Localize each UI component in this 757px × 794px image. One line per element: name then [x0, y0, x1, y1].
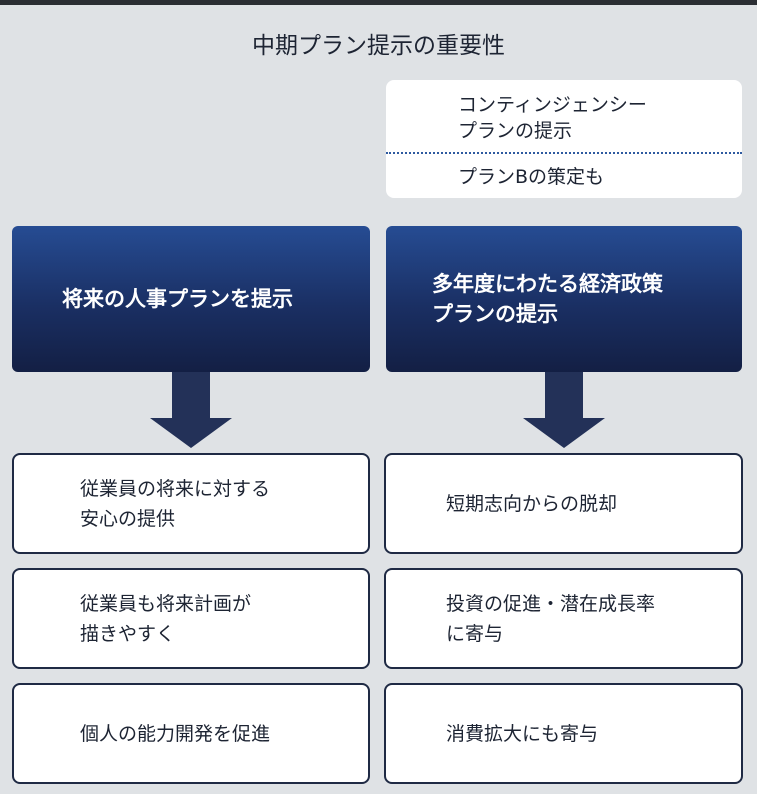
- right-header-text: 多年度にわたる経済政策 プランの提示: [432, 272, 663, 326]
- left-item-card: 従業員の将来に対する 安心の提供: [12, 453, 370, 554]
- left-item-text: 個人の能力開発を促進: [80, 722, 271, 745]
- right-item-text: 短期志向からの脱却: [446, 492, 618, 515]
- right-item-text: 投資の促進・潜在成長率 に寄与: [446, 592, 656, 645]
- arrow-down-icon: [523, 372, 605, 448]
- contingency-note: コンティンジェンシー プランの提示 プランBの策定も: [386, 80, 742, 198]
- diagram-title: 中期プラン提示の重要性: [252, 33, 505, 59]
- left-item-card: 従業員も将来計画が 描きやすく: [12, 568, 370, 669]
- note-dotted-divider: [386, 152, 742, 154]
- right-header-box: 多年度にわたる経済政策 プランの提示: [386, 226, 742, 372]
- right-item-card: 短期志向からの脱却: [384, 453, 743, 554]
- arrow-down-icon: [150, 372, 232, 448]
- note-top-text: コンティンジェンシー プランの提示: [458, 94, 647, 142]
- left-item-card: 個人の能力開発を促進: [12, 683, 370, 784]
- left-item-text: 従業員も将来計画が 描きやすく: [80, 592, 252, 645]
- right-item-card: 投資の促進・潜在成長率 に寄与: [384, 568, 743, 669]
- right-item-card: 消費拡大にも寄与: [384, 683, 743, 784]
- left-item-text: 従業員の将来に対する 安心の提供: [80, 477, 271, 530]
- top-edge-strip: [0, 0, 757, 5]
- note-bottom-text: プランBの策定も: [458, 166, 605, 188]
- left-header-box: 将来の人事プランを提示: [12, 226, 370, 372]
- left-header-text: 将来の人事プランを提示: [62, 287, 293, 311]
- right-item-text: 消費拡大にも寄与: [446, 722, 599, 745]
